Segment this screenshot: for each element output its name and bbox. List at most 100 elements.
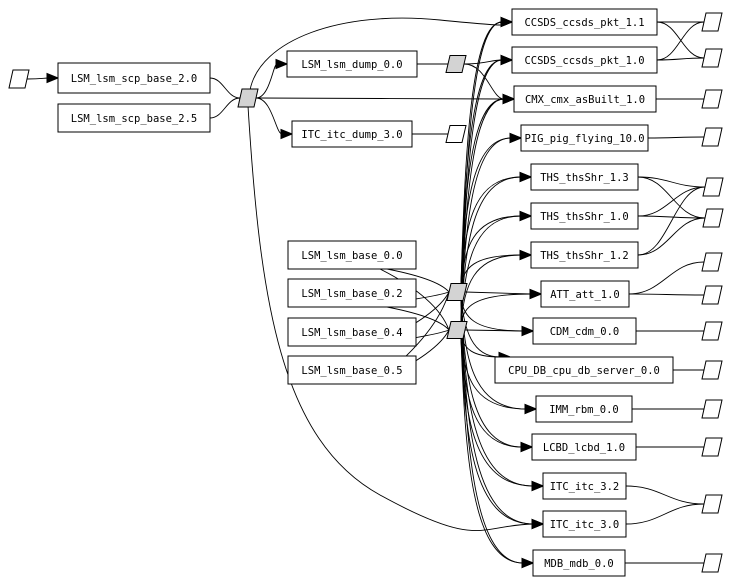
edge-line — [255, 97, 505, 100]
edge-line — [460, 21, 503, 323]
arrowhead-icon — [502, 93, 516, 105]
edge-j_base_a-to-itc_30 — [460, 299, 545, 530]
edge-line — [460, 337, 501, 358]
node-box — [530, 241, 639, 269]
edge-j_base_a-to-itc_32 — [460, 299, 545, 492]
node-box — [287, 240, 417, 270]
io-node-j_input[interactable] — [8, 69, 30, 89]
edge-line — [637, 217, 706, 256]
io-node-out_4[interactable] — [701, 127, 723, 147]
graph-node-imm_00[interactable]: IMM_rbm_0.0 — [535, 395, 633, 423]
node-box — [531, 433, 637, 461]
io-node-out_2[interactable] — [701, 48, 723, 68]
edge-ccsds_10-to-out_2 — [656, 57, 705, 61]
graph-node-ccsds_10[interactable]: CCSDS_ccsds_pkt_1.0 — [511, 46, 658, 74]
graph-node-lsm_base_02[interactable]: LSM_lsm_base_0.2 — [287, 278, 417, 308]
edge-line — [464, 291, 532, 295]
node-label: ITC_itc_3.2 — [550, 481, 620, 493]
io-node-out_12[interactable] — [701, 437, 723, 457]
node-box — [511, 46, 658, 74]
io-node-out_8[interactable] — [701, 285, 723, 305]
arrowhead-icon — [500, 16, 514, 28]
node-label: LSM_lsm_base_0.0 — [301, 250, 402, 262]
io-node-out_3[interactable] — [701, 89, 723, 109]
edge-itc_32-to-out_13 — [625, 485, 705, 505]
graph-node-ths_10[interactable]: THS_thsShr_1.0 — [530, 202, 639, 230]
edge-line — [26, 77, 49, 80]
edge-pig_100-to-out_4 — [647, 136, 705, 139]
edge-ths_13-to-out_6 — [637, 176, 706, 219]
junction-node-j_base_b[interactable] — [446, 321, 468, 339]
edge-j_base_b-to-ths_13 — [460, 171, 533, 323]
graph-node-lsm_base_04[interactable]: LSM_lsm_base_0.4 — [287, 317, 417, 347]
arrowhead-icon — [521, 557, 535, 569]
edge-line — [460, 337, 527, 410]
node-label: LSM_lsm_dump_0.0 — [301, 59, 402, 71]
nodes-layer: LSM_lsm_scp_base_2.0LSM_lsm_scp_base_2.5… — [57, 8, 674, 577]
edge-line — [375, 266, 450, 331]
edge-ths_10-to-out_5 — [637, 186, 706, 217]
edge-line — [625, 485, 705, 505]
node-label: LSM_lsm_base_0.4 — [301, 327, 402, 339]
graph-node-itc_30[interactable]: ITC_itc_3.0 — [542, 510, 627, 538]
graph-node-cdm_00[interactable]: CDM_cdm_0.0 — [532, 317, 637, 345]
edge-j_base_b-to-ths_10 — [460, 210, 533, 323]
arrowhead-icon — [529, 288, 543, 300]
graph-node-lsm_base_00[interactable]: LSM_lsm_base_0.0 — [287, 240, 417, 270]
graph-node-lcbd_10[interactable]: LCBD_lcbd_1.0 — [531, 433, 637, 461]
graph-node-ths_13[interactable]: THS_thsShr_1.3 — [530, 163, 639, 191]
io-node-out_10[interactable] — [701, 360, 723, 380]
node-label: ATT_att_1.0 — [550, 289, 620, 301]
io-node-out_9[interactable] — [701, 321, 723, 341]
io-node-out_5[interactable] — [702, 177, 724, 197]
edge-line — [460, 299, 527, 410]
edge-itc_30-to-out_13 — [625, 503, 705, 525]
graph-node-lsm_dump_00[interactable]: LSM_lsm_dump_0.0 — [286, 50, 418, 78]
edge-ths_10-to-out_6 — [637, 215, 706, 219]
io-node-out_13[interactable] — [701, 494, 723, 514]
node-box — [286, 50, 418, 78]
edge-line — [460, 254, 522, 323]
graph-node-cpudb_00[interactable]: CPU_DB_cpu_db_server_0.0 — [494, 356, 674, 384]
edge-line — [209, 97, 241, 119]
graph-node-cmx_10[interactable]: CMX_cmx_asBuilt_1.0 — [513, 85, 657, 113]
edge-line — [255, 97, 283, 135]
edge-lsm_scp_25-to-j_scp — [209, 97, 241, 119]
graph-node-pig_100[interactable]: PIG_pig_flying_10.0 — [520, 124, 649, 152]
io-node-out_6[interactable] — [702, 208, 724, 228]
io-node-j_itcdump[interactable] — [445, 125, 467, 143]
node-label: CPU_DB_cpu_db_server_0.0 — [508, 365, 660, 377]
node-box — [513, 85, 657, 113]
edge-j_scp-to-lsm_dump_00 — [255, 58, 289, 99]
io-node-out_7[interactable] — [701, 252, 723, 272]
edge-line — [637, 186, 706, 256]
graph-node-itc_32[interactable]: ITC_itc_3.2 — [542, 472, 627, 500]
graph-node-ccsds_11[interactable]: CCSDS_ccsds_pkt_1.1 — [511, 8, 658, 36]
graph-node-mdb_00[interactable]: MDB_mdb_0.0 — [532, 549, 626, 577]
edge-line — [460, 293, 532, 323]
junction-node-j_scp[interactable] — [237, 88, 259, 108]
node-box — [535, 395, 633, 423]
node-box — [530, 202, 639, 230]
node-label: PIG_pig_flying_10.0 — [524, 133, 644, 145]
node-box — [540, 280, 630, 308]
junction-node-j_base_a[interactable] — [446, 283, 468, 301]
graph-node-lsm_base_05[interactable]: LSM_lsm_base_0.5 — [287, 355, 417, 385]
edge-line — [628, 293, 705, 296]
junction-node-j_dump[interactable] — [445, 55, 467, 73]
arrowhead-icon — [519, 249, 533, 261]
node-box — [494, 356, 674, 384]
edge-line — [656, 21, 705, 61]
graph-node-lsm_scp_20[interactable]: LSM_lsm_scp_base_2.0 — [57, 62, 211, 94]
node-label: THS_thsShr_1.3 — [540, 172, 629, 184]
io-node-out_14[interactable] — [701, 553, 723, 573]
io-node-out_1[interactable] — [701, 12, 723, 32]
io-node-out_11[interactable] — [701, 399, 723, 419]
graph-node-lsm_scp_25[interactable]: LSM_lsm_scp_base_2.5 — [57, 103, 211, 133]
graph-node-att_10[interactable]: ATT_att_1.0 — [540, 280, 630, 308]
graph-node-itc_dump_30[interactable]: ITC_itc_dump_3.0 — [291, 120, 413, 148]
edge-line — [460, 59, 503, 285]
graph-node-ths_12[interactable]: THS_thsShr_1.2 — [530, 241, 639, 269]
node-label: LSM_lsm_base_0.2 — [301, 288, 402, 300]
